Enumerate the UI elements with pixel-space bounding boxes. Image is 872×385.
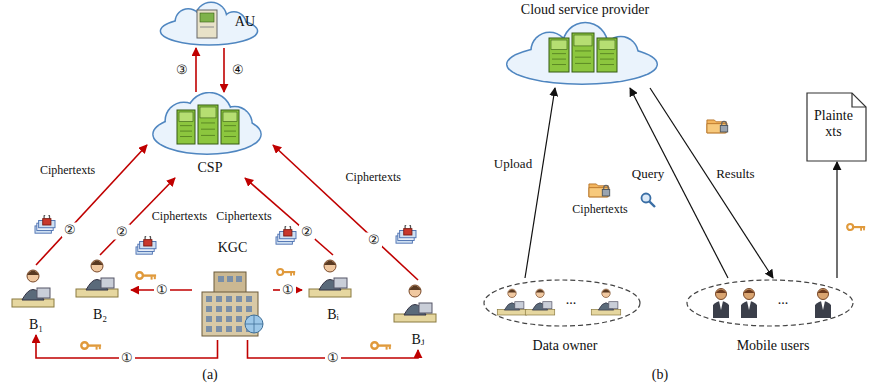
node-label: Bᵢ (302, 307, 364, 323)
query-magnifier (642, 194, 656, 208)
step-number: ② (366, 233, 382, 248)
flow-arrow (650, 88, 773, 278)
user-icon: B₁ (5, 265, 67, 335)
flow-arrow (36, 145, 147, 265)
edge-label: Results (714, 166, 756, 181)
edge-label: ① (119, 351, 135, 366)
flow-arrow (273, 145, 418, 280)
flow-arrow (223, 48, 225, 92)
edge-label: ③ (174, 63, 190, 78)
key-icons (81, 224, 865, 350)
flow-arrow (525, 88, 555, 278)
auditor-cloud: AU (155, 0, 265, 48)
user-icon: B₂ (69, 255, 131, 325)
node-label: ... (765, 292, 801, 308)
edge-label: ④ (230, 63, 246, 78)
node-label: CSP (147, 160, 273, 176)
step-number: ② (62, 223, 78, 238)
edge-label: Ciphertexts (214, 210, 273, 224)
user-icon: Bⱼ (387, 280, 449, 350)
edge-label: Ciphertexts (344, 171, 403, 185)
edge-label: Ciphertexts (38, 164, 97, 178)
node-label: AU (235, 14, 255, 30)
panel-label: (a) (200, 367, 220, 383)
panel-label: (b) (650, 367, 670, 383)
node-label: KGC (192, 240, 273, 256)
node-label: Cloud service provider (497, 2, 673, 18)
edge-label: ① (325, 351, 341, 366)
folder-lock-icons (589, 120, 728, 197)
step-number: ② (299, 225, 315, 240)
user-icon: Bᵢ (302, 255, 364, 325)
node-label: B₂ (69, 307, 131, 323)
ciphertext-label: Ciphertexts (570, 203, 629, 217)
step-number: ② (114, 225, 130, 240)
edge-label: Ciphertexts (150, 210, 209, 224)
node-label: Data owner (482, 338, 648, 354)
flow-arrow (836, 162, 837, 278)
node-label: Plaintexts (811, 108, 856, 140)
cloud-provider: Cloud service provider (497, 2, 673, 88)
flow-arrow (195, 48, 197, 92)
node-label: B₁ (5, 317, 67, 333)
edge-label: Upload (492, 157, 534, 172)
edge-label: Query (630, 166, 667, 181)
edge-label: ① (280, 283, 296, 298)
owner-group: ... Data owner (482, 278, 648, 354)
edge-label: ① (154, 283, 170, 298)
node-label: Mobile users (685, 338, 861, 354)
mobile-group: ... Mobile users (685, 278, 861, 354)
node-label: ... (556, 292, 586, 308)
node-label: Bⱼ (387, 332, 449, 348)
flow-arrow (630, 88, 728, 278)
csp-cloud: CSP (147, 92, 273, 178)
kgc-building: KGC (192, 240, 273, 340)
plaintext-document: Plaintexts (806, 92, 868, 162)
